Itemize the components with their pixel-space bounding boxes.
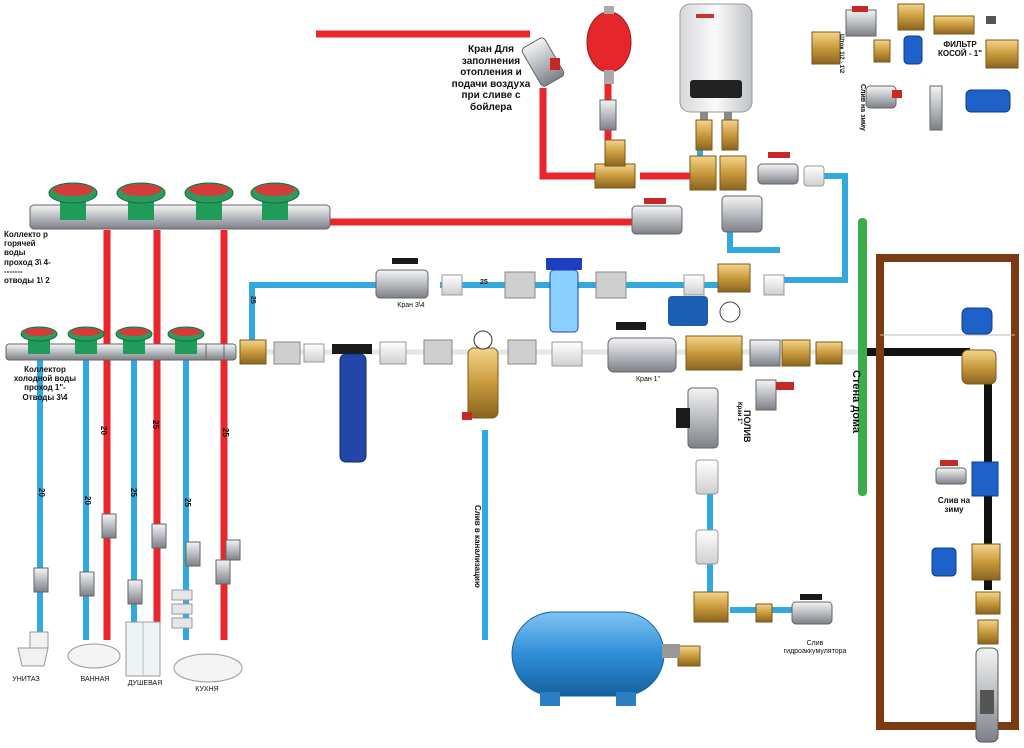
hot-manifold-valve-3[interactable] (184, 182, 234, 220)
hot-water-manifold (29, 182, 331, 230)
hot-manifold-valve-2[interactable] (116, 182, 166, 220)
expansion-tank (586, 6, 632, 84)
pipe-size-20a: 20 (99, 426, 108, 435)
branch-fittings (441, 263, 785, 299)
pipe-size-25d: 25 (151, 420, 160, 429)
hot-manifold-valve-4[interactable] (250, 182, 300, 220)
wall-label: Стена дома (850, 370, 862, 433)
pipe-size-25e: 25 (183, 498, 192, 507)
cold-manifold-valve-1[interactable] (20, 326, 58, 354)
cold-manifold-valve-4[interactable] (167, 326, 205, 354)
watering-valve[interactable] (755, 379, 794, 411)
fixture-toilet-label: УНИТАЗ (12, 676, 40, 683)
fill-valve-label: Кран Для заполнения отопления и подачи в… (451, 44, 531, 113)
hot-manifold-label: Коллекто р горячей воды проход 3\ 4-----… (4, 230, 51, 285)
small-thread-label: Шток 1\2 - 1\2 (838, 34, 844, 74)
hot-tee-fitting (594, 139, 636, 189)
hot-pipe-fill-drop (539, 88, 600, 180)
pipe-size-25b: 25 (249, 296, 256, 304)
well-fittings (931, 307, 1001, 645)
boiler-inlet-tees (689, 119, 747, 191)
accumulator-drain-valve[interactable] (755, 594, 833, 625)
cold-manifold-valve-3[interactable] (115, 326, 153, 354)
hot-line-valve[interactable] (631, 198, 683, 235)
fine-filter (546, 258, 582, 333)
main-line-fittings (205, 335, 843, 371)
fixture-shower-label: ДУШЕВАЯ (127, 680, 163, 687)
hot-pipes (103, 30, 700, 640)
pvc-coupling (803, 165, 825, 187)
cold-water-manifold (5, 326, 237, 361)
cold-manifold-valve-2[interactable] (67, 326, 105, 354)
safety-valve[interactable] (721, 195, 763, 233)
parts-catalog (811, 3, 1019, 131)
fixture-kitchen-label: КУХНЯ (195, 686, 219, 693)
valve-34-label: Кран 3\4 (397, 302, 425, 309)
valve-1-side-label: Кран 1" (736, 402, 742, 425)
well-black-pipe-horizontal (860, 348, 970, 356)
pressure-switch (668, 296, 741, 326)
fixture-bath-label: ВАННАЯ (80, 676, 110, 683)
fill-valve[interactable] (521, 36, 566, 87)
hot-manifold-valve-1[interactable] (48, 182, 98, 220)
fixture-shower-icon (125, 621, 161, 677)
pipe-size-25f: 25 (221, 428, 230, 437)
big-filter (332, 344, 372, 463)
branch-valve-34[interactable] (375, 258, 429, 299)
expansion-valve[interactable] (599, 99, 617, 131)
fixture-toilet-icon (17, 631, 49, 667)
pipe-size-20b: 20 (37, 488, 46, 497)
winter-drain-well-label: Слив на зиму (937, 496, 971, 515)
cold-pipe-branch (249, 282, 376, 345)
accumulator-drain-label: Слив гидроаккумулятора (783, 640, 847, 656)
hydroaccumulator-tank (511, 611, 680, 706)
pipe-size-25c: 25 (129, 488, 138, 497)
main-valve-1[interactable] (607, 322, 677, 373)
winter-drain-top-label: Слив на зиму (859, 84, 866, 131)
fixture-valves (33, 513, 241, 605)
watering-label: ПОЛИВ (742, 410, 752, 443)
valve-1-label: Кран 1" (635, 376, 661, 383)
submersible-pump (975, 647, 999, 743)
drain-assembly (676, 387, 729, 667)
house-wall (858, 218, 867, 496)
sewer-drain-label: Слив в канализацию (473, 505, 482, 588)
pipe-size-25a: 25 (480, 279, 488, 286)
water-heater-boiler (679, 3, 753, 124)
self-cleaning-filter (462, 330, 499, 420)
fixture-kitchen-sink-icon (173, 653, 243, 683)
well-shaft (876, 254, 1019, 730)
pipe-size-20c: 20 (83, 496, 92, 505)
cold-manifold-label: Коллектор холодной воды проход 1"- Отвод… (13, 365, 77, 402)
boiler-cold-valve[interactable] (757, 152, 799, 185)
filter-oblique-label: ФИЛЬТР КОСОЙ - 1" (937, 40, 982, 59)
fixture-filter-set (171, 589, 193, 629)
cold-pipe-to-boiler (780, 173, 848, 283)
fixture-bath-sink-icon (67, 643, 121, 669)
